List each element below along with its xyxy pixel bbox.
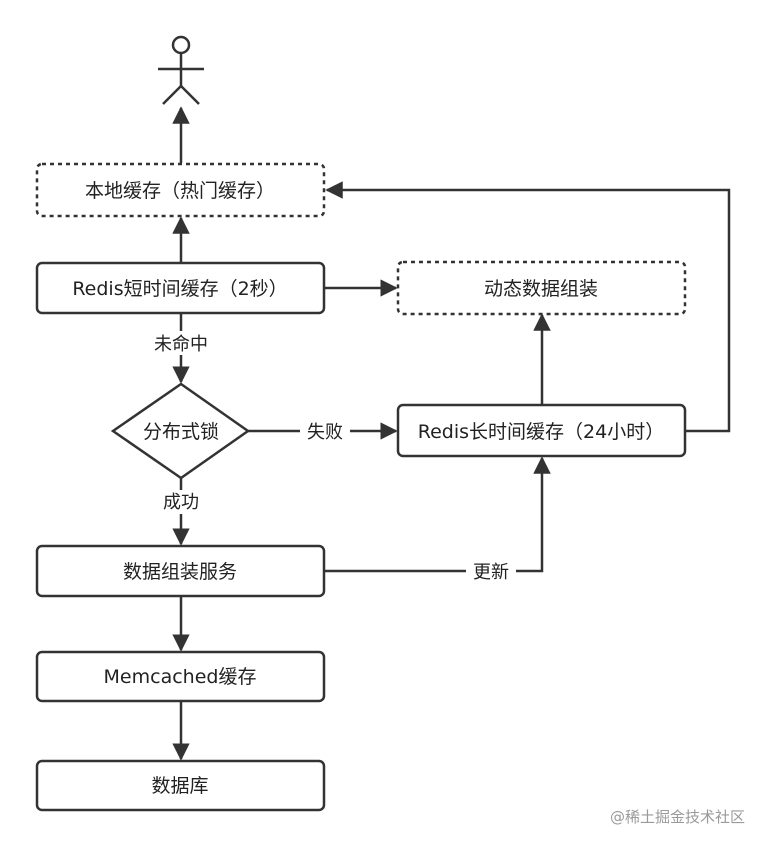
node-redis-long: Redis长时间缓存（24小时） <box>396 403 687 458</box>
edge-long-to-local <box>325 181 731 433</box>
edge-label-update-text: 更新 <box>473 562 509 583</box>
node-dynamic-assembly: 动态数据组装 <box>396 260 687 316</box>
edge-label-fail: 失败 <box>300 420 350 444</box>
node-distributed-lock: 分布式锁 <box>110 382 251 480</box>
edge-service-to-long <box>324 456 551 573</box>
edge-label-miss-text: 未命中 <box>154 334 208 355</box>
node-distributed-lock-label: 分布式锁 <box>143 421 219 443</box>
node-dynamic-assembly-label: 动态数据组装 <box>484 278 598 300</box>
node-memcached-label: Memcached缓存 <box>104 666 257 688</box>
node-redis-long-label: Redis长时间缓存（24小时） <box>418 421 664 443</box>
watermark: @稀土掘金技术社区 <box>609 808 745 826</box>
node-local-cache: 本地缓存（热门缓存） <box>35 162 326 218</box>
node-local-cache-label: 本地缓存（热门缓存） <box>85 180 275 202</box>
node-database: 数据库 <box>35 759 326 812</box>
node-assembly-service: 数据组装服务 <box>35 544 326 598</box>
edge-label-success-text: 成功 <box>163 492 199 513</box>
edge-label-success: 成功 <box>155 490 207 514</box>
edge-label-fail-text: 失败 <box>307 422 343 443</box>
edge-label-miss: 未命中 <box>147 331 215 355</box>
edge-label-update: 更新 <box>466 560 516 584</box>
node-database-label: 数据库 <box>151 775 208 797</box>
node-redis-short-label: Redis短时间缓存（2秒） <box>72 278 287 300</box>
node-redis-short: Redis短时间缓存（2秒） <box>35 261 326 315</box>
node-assembly-service-label: 数据组装服务 <box>123 561 237 583</box>
user-icon <box>158 35 204 105</box>
node-memcached: Memcached缓存 <box>35 650 326 703</box>
